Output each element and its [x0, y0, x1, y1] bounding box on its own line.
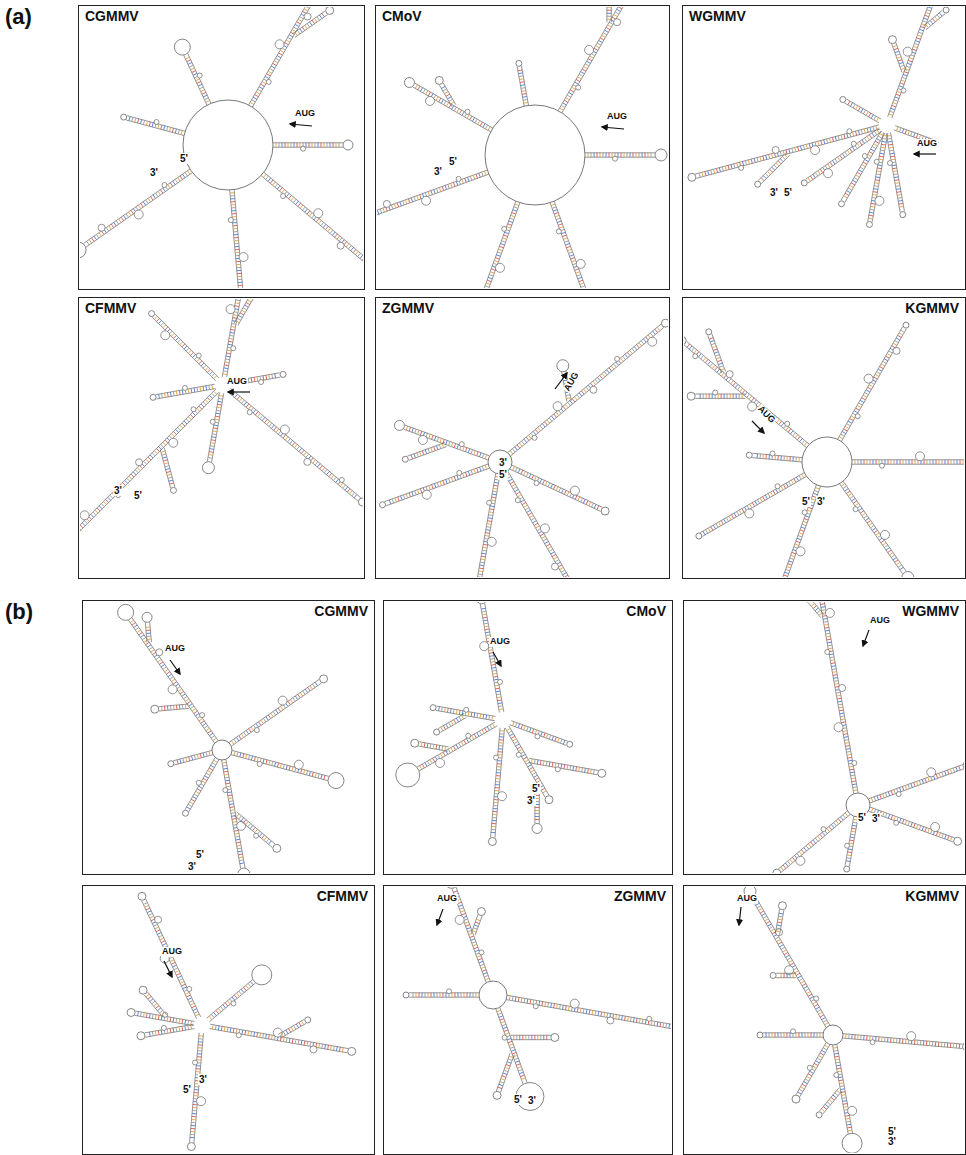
rna-end: 5'	[448, 156, 458, 167]
panel-letter: (b)	[5, 600, 33, 624]
start-arrow	[228, 391, 250, 392]
structure-panel: CGMMV AUG 5' 3'	[78, 5, 365, 290]
rna-end: 5'	[179, 153, 189, 164]
rna-end: 5'	[801, 496, 811, 507]
virus-name: ZGMMV	[613, 889, 667, 904]
structure-panel: CFMMV AUG 3' 5'	[82, 885, 375, 1155]
rna-end: 5'	[182, 1084, 192, 1095]
rna-fold	[118, 604, 344, 880]
start-codon: AUG	[226, 377, 248, 387]
structure-panel: CGMMV AUG 5'3'	[82, 600, 375, 875]
start-codon: AUG	[294, 109, 316, 119]
rna-end: 5'	[513, 1094, 523, 1105]
rna-end: 3'	[769, 187, 779, 198]
start-arrow	[752, 421, 764, 433]
start-arrow	[914, 153, 936, 154]
rna-end: 3'	[149, 167, 159, 178]
virus-name: CGMMV	[84, 9, 140, 24]
start-codon: AUG	[755, 404, 778, 427]
rna-end: 3'	[871, 813, 881, 824]
start-arrow	[170, 660, 180, 674]
rna-end: 5'	[195, 849, 205, 860]
start-codon: AUG	[164, 644, 186, 654]
structure-panel: ZGMMV AUG 5' 3'	[383, 885, 673, 1155]
virus-name: CMoV	[625, 604, 667, 619]
rna-fold	[380, 319, 670, 592]
start-arrow	[493, 652, 501, 666]
start-codon: AUG	[562, 370, 582, 394]
structure-panel: CFMMV AUG 3' 5'	[78, 297, 365, 579]
start-codon: AUG	[869, 616, 891, 626]
rna-fold	[678, 322, 966, 596]
rna-end: 5'	[857, 812, 867, 823]
rna-end: 5'	[783, 187, 793, 198]
structure-panel: WGMMV AUG 5' 3'	[683, 600, 966, 875]
virus-name: CGMMV	[313, 604, 369, 619]
structure-panel: WGMMV AUG 3' 5'	[682, 5, 966, 290]
structure-panel: KGMMVAUG5'3'	[683, 885, 966, 1155]
rna-end: 3'	[433, 166, 443, 177]
start-arrow	[437, 909, 443, 925]
start-codon: AUG	[489, 637, 511, 647]
structure-panel: ZGMMV AUG 3'5'	[375, 297, 670, 579]
rna-fold	[396, 594, 606, 846]
start-arrow	[863, 630, 869, 646]
rna-end: 5'	[498, 469, 508, 480]
rna-fold	[688, 0, 949, 227]
rna-end: 3'	[498, 457, 508, 468]
start-arrow	[739, 907, 741, 925]
rna-end: 5'	[531, 783, 541, 794]
start-arrow	[164, 961, 172, 977]
start-arrow	[602, 127, 624, 129]
virus-name: WGMMV	[901, 604, 960, 619]
rna-fold	[739, 885, 966, 1153]
virus-name: CFMMV	[84, 301, 137, 316]
start-codon: AUG	[161, 947, 183, 957]
start-codon: AUG	[436, 894, 458, 904]
structure-panel: CMoV AUG 5' 3'	[375, 5, 670, 290]
rna-end: 3'	[187, 861, 197, 872]
rna-fold	[69, 281, 366, 539]
virus-name: KGMMV	[904, 889, 960, 904]
virus-name: KGMMV	[904, 301, 960, 316]
rna-end: 3'	[887, 1136, 897, 1147]
start-codon: AUG	[736, 894, 758, 904]
rna-end: 3'	[526, 795, 536, 806]
virus-name: CFMMV	[316, 889, 369, 904]
rna-fold	[773, 580, 966, 877]
rna-end: 3'	[527, 1095, 537, 1106]
rna-fold	[70, 0, 377, 309]
virus-name: WGMMV	[688, 9, 747, 24]
rna-end: 3'	[198, 1074, 208, 1085]
structure-panel: KGMMV AUG 5' 3'	[682, 297, 966, 579]
structure-panel: CMoV AUG 5'3'	[383, 600, 673, 875]
virus-name: CMoV	[381, 9, 423, 24]
rna-fold	[403, 874, 682, 1110]
rna-fold	[127, 892, 356, 1150]
rna-end: 5'	[133, 490, 143, 501]
start-codon: AUG	[606, 112, 628, 122]
panel-letter: (a)	[5, 5, 32, 29]
start-arrow	[290, 124, 312, 126]
rna-end: 3'	[816, 496, 826, 507]
rna-fold	[347, 0, 667, 313]
virus-name: ZGMMV	[381, 301, 435, 316]
rna-end: 3'	[113, 485, 123, 496]
start-codon: AUG	[916, 139, 938, 149]
